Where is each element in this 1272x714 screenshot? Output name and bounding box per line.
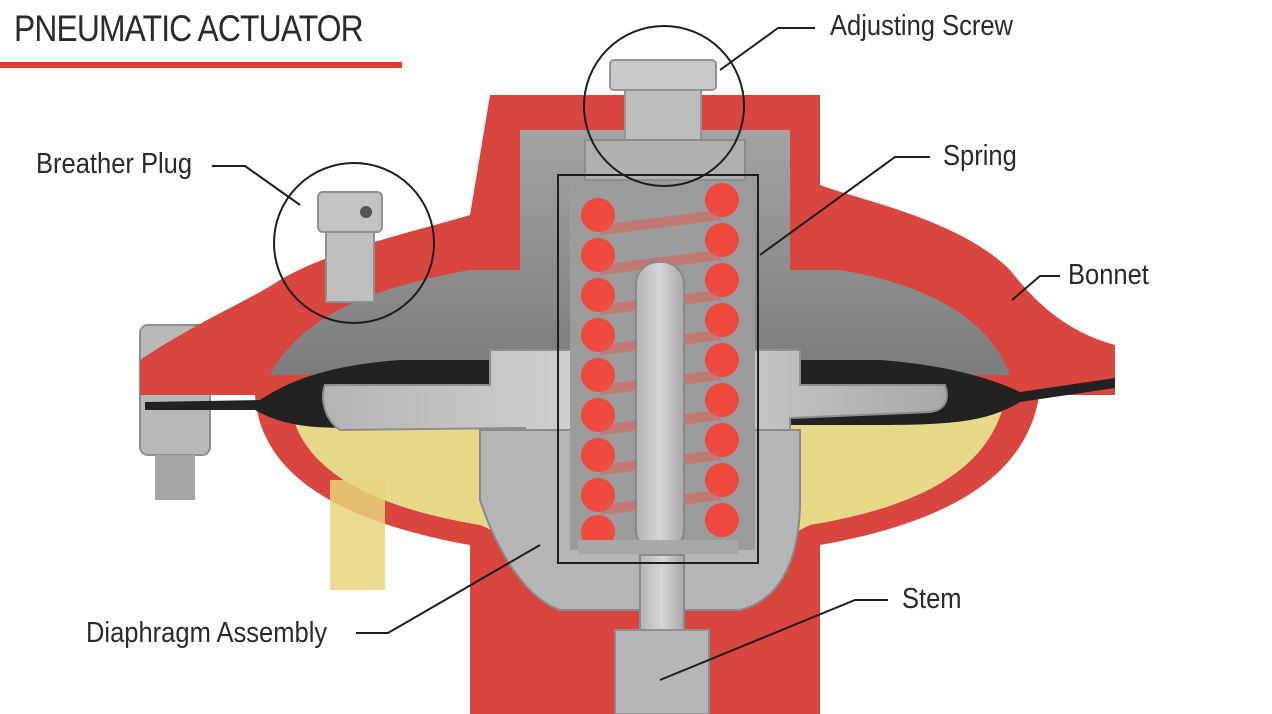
stem-foot (578, 540, 738, 554)
label-spring: Spring (943, 140, 1017, 172)
leader-bonnet (1011, 275, 1060, 301)
breather-plug-head (317, 191, 383, 233)
adjusting-screw-plate (584, 139, 746, 181)
leader-breather-plug (212, 165, 301, 206)
title-underline (0, 62, 402, 68)
leader-lines (212, 27, 1060, 681)
breather-plug-body (325, 231, 375, 303)
leader-stem (659, 599, 888, 681)
leader-diaphragm-assembly (356, 544, 541, 634)
label-adjusting-screw: Adjusting Screw (830, 10, 1013, 42)
label-stem: Stem (902, 583, 962, 615)
stem-packing (614, 629, 710, 714)
center-stem (635, 261, 685, 553)
page-title: PNEUMATIC ACTUATOR (14, 8, 364, 49)
adjusting-screw-head (609, 59, 717, 91)
adjusting-screw-callout (583, 25, 745, 187)
label-bonnet: Bonnet (1068, 259, 1149, 291)
adjusting-screw-body (624, 89, 702, 141)
label-diaphragm-assembly: Diaphragm Assembly (86, 617, 328, 649)
spring-highlight-frame (557, 174, 759, 564)
breather-plug-callout (273, 162, 435, 324)
flange-nut-left (155, 455, 195, 500)
port-opening (330, 480, 385, 590)
leader-adjusting-screw (719, 27, 815, 71)
leader-spring (759, 156, 930, 256)
label-breather-plug: Breather Plug (36, 148, 193, 180)
